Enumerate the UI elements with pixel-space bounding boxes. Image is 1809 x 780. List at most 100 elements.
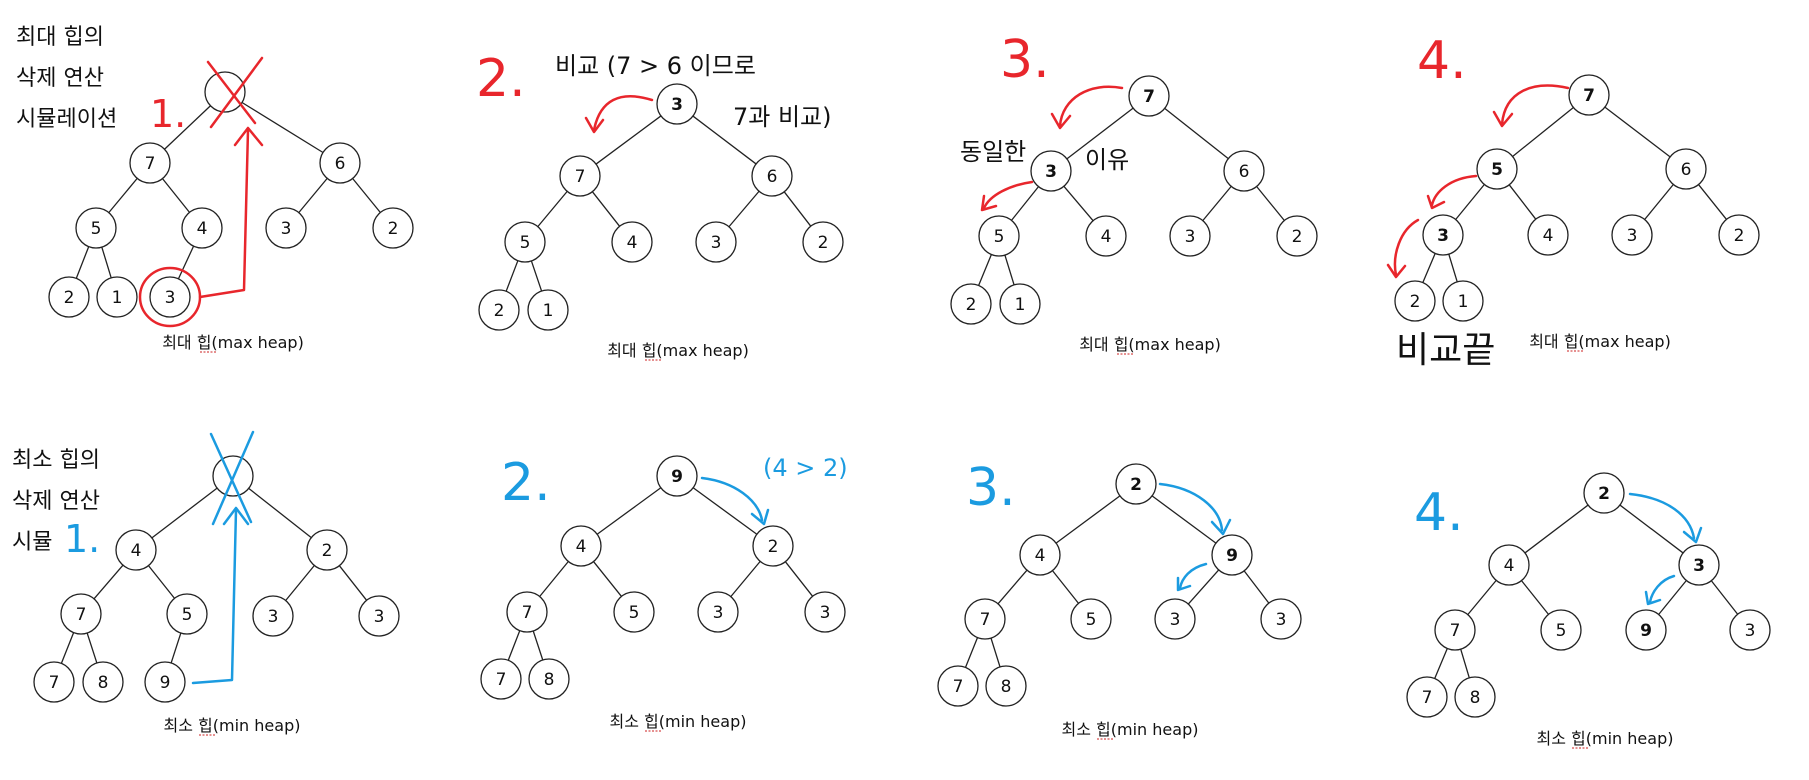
node-circle [149, 276, 191, 318]
node-value: 7 [49, 673, 60, 693]
node-circle [999, 283, 1041, 325]
node-value: 8 [544, 670, 555, 690]
node-value: 3 [711, 233, 722, 253]
node-value: 3 [1745, 621, 1756, 641]
node-circle [1070, 598, 1112, 640]
node-value: 4 [1101, 227, 1112, 247]
node-value: 2 [388, 219, 399, 239]
node-circle [560, 525, 602, 567]
tree-edge [1508, 184, 1537, 220]
node-value: 4 [576, 537, 587, 557]
tree-edge [1202, 185, 1232, 222]
min-title-line-1: 최소 힙의 [12, 448, 100, 473]
tree-edge [1010, 186, 1040, 221]
node-value: 7 [1450, 621, 1461, 641]
node-value: 4 [1035, 546, 1046, 566]
node-circle [1729, 609, 1771, 651]
swap-arrow [1058, 85, 1124, 128]
tree-edge [1658, 580, 1687, 615]
node-value: 4 [627, 233, 638, 253]
node-circle [265, 207, 307, 249]
node-circle [1665, 148, 1707, 190]
heap-node: 4 [1085, 215, 1127, 257]
node-value: 5 [629, 603, 640, 623]
swap-arrow [592, 95, 654, 132]
tree-edge [1524, 504, 1589, 554]
node-circle [611, 221, 653, 263]
node-circle [358, 595, 400, 637]
heap-node: 3 [358, 595, 400, 637]
node-circle [1019, 534, 1061, 576]
heap-node: 2 [950, 283, 992, 325]
node-value: 9 [671, 467, 683, 487]
node-circle [96, 276, 138, 318]
arrow-head [1050, 112, 1072, 130]
tree-edge [1698, 184, 1727, 220]
tree-edge [1520, 580, 1550, 615]
compare-note: (4 > 2) [763, 454, 848, 482]
node-circle [82, 661, 124, 703]
heap-node: 3 [252, 595, 294, 637]
tree-caption: 최소 힙(min heap) [610, 712, 747, 731]
heap-node: 7 [60, 593, 102, 635]
tree-edge [1063, 185, 1094, 222]
arrow-head [1210, 518, 1232, 536]
node-circle [804, 591, 846, 633]
tree-edge [151, 487, 218, 539]
node-circle [985, 665, 1027, 707]
node-value: 1 [1458, 292, 1469, 312]
node-circle [978, 215, 1020, 257]
tree-edge [248, 487, 312, 539]
node-value: 3 [1627, 226, 1638, 246]
node-value: 9 [160, 673, 171, 693]
heap-node: 1 [96, 276, 138, 318]
arrow-head [1682, 526, 1703, 544]
tree-edge [60, 632, 75, 664]
tree-edge [1455, 184, 1485, 220]
heap-node: 2 [306, 529, 348, 571]
tree-caption: 최대 힙(max heap) [607, 341, 749, 360]
node-value: 5 [182, 605, 193, 625]
arrow-head [1492, 110, 1514, 128]
node-circle [129, 142, 171, 184]
node-value: 5 [1556, 621, 1567, 641]
node-value: 1 [1015, 295, 1026, 315]
node-circle [1260, 598, 1302, 640]
heap-node: 2 [372, 207, 414, 249]
node-circle [166, 593, 208, 635]
swap-arrow [1158, 482, 1224, 532]
node-circle [1276, 215, 1318, 257]
node-circle [504, 221, 546, 263]
node-circle [527, 289, 569, 331]
node-circle [478, 289, 520, 331]
node-circle [751, 155, 793, 197]
node-circle [144, 661, 186, 703]
tree-edge [1434, 648, 1448, 679]
tree-edge [507, 630, 521, 661]
move-arrow [191, 508, 238, 685]
node-circle [1454, 676, 1496, 718]
node-circle [48, 276, 90, 318]
tree-caption: 최대 힙(max heap) [162, 333, 304, 352]
tree-edge [728, 190, 760, 228]
tree-edge [692, 115, 757, 165]
heap-node: 8 [985, 665, 1027, 707]
arrow-head [233, 126, 264, 147]
arrow-head [1386, 263, 1407, 279]
tree-edge [1710, 580, 1739, 615]
max-heap-side-title: 최대 힙의 삭제 연산 시뮬레이션 [16, 25, 117, 132]
tree-edge [964, 637, 979, 668]
step-number: 2. [476, 49, 526, 109]
tree-edge [784, 561, 814, 597]
node-value: 3 [268, 607, 279, 627]
heap-node: 3 [265, 207, 307, 249]
node-circle [480, 658, 522, 700]
heap-node: 7 [964, 598, 1006, 640]
tree-edge [147, 565, 176, 599]
node-value: 5 [1491, 160, 1503, 180]
heap-node: 7 [33, 661, 75, 703]
